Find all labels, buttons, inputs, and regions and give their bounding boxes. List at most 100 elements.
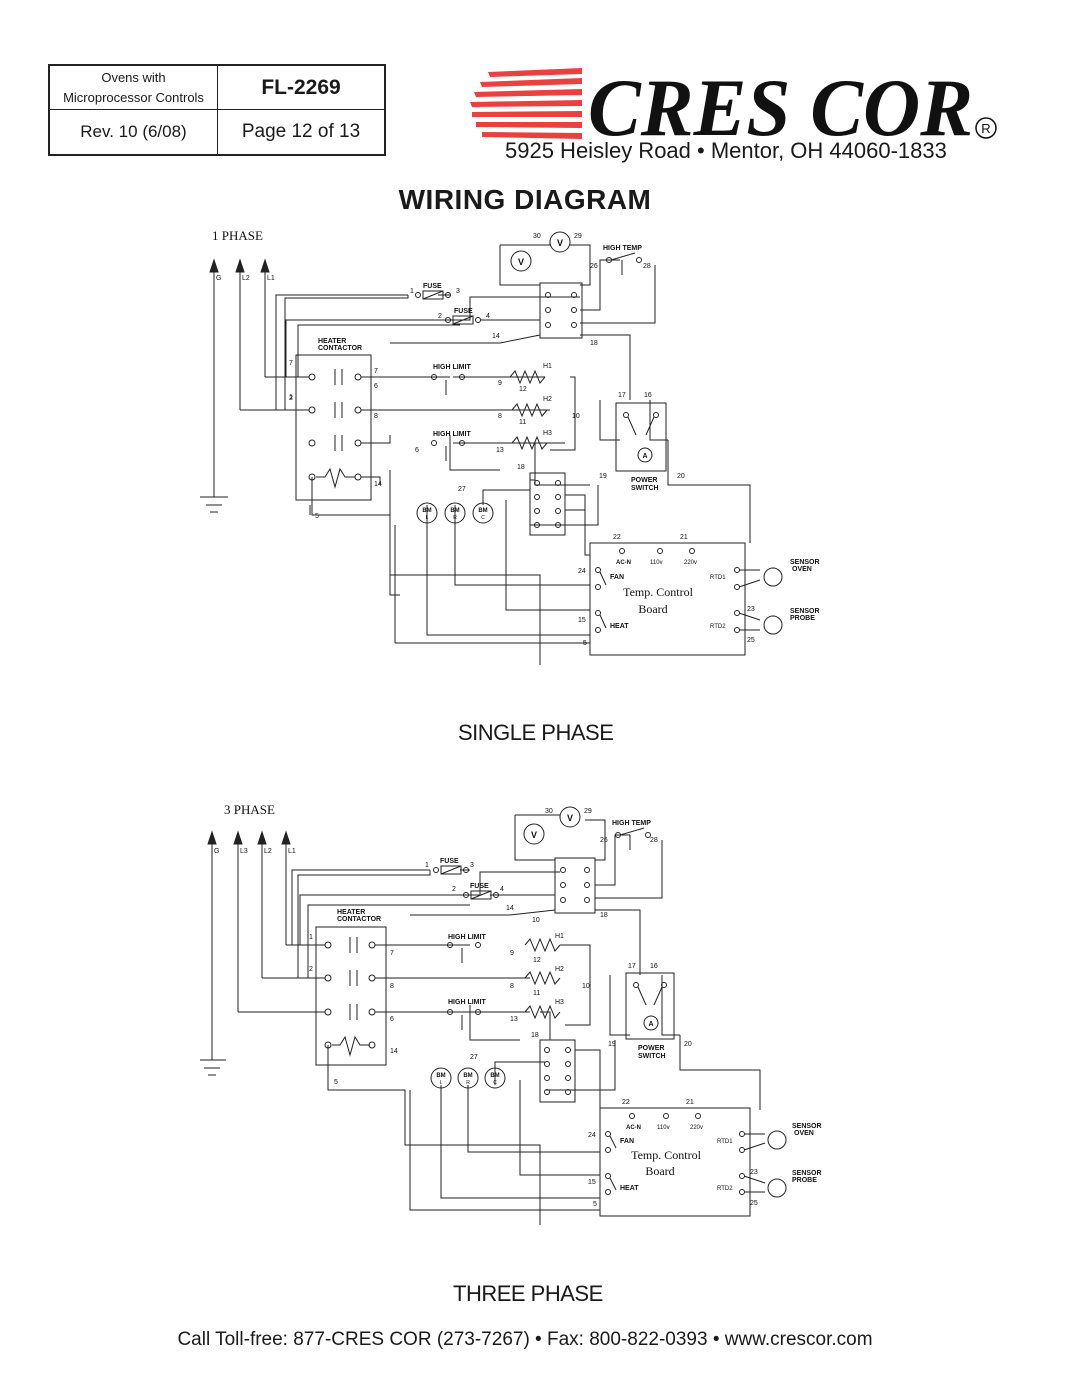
heater-label: H1: [543, 363, 552, 370]
temp-control-label: Temp. Control: [623, 585, 693, 599]
terminal-connections: [544, 1047, 571, 1095]
amp-meter-label: A: [648, 1021, 653, 1028]
phase-label: 3 PHASE: [224, 802, 275, 817]
power-switch-box: [615, 402, 667, 472]
svg-text:2: 2: [438, 313, 442, 320]
high-limit-label: HIGH LIMIT: [433, 431, 471, 438]
fuse-label: FUSE: [423, 283, 442, 290]
fuse-label: FUSE: [454, 308, 473, 315]
svg-text:3: 3: [456, 288, 460, 295]
svg-text:17: 17: [628, 963, 636, 970]
heater-label: H3: [555, 999, 564, 1006]
heater-label: H3: [543, 430, 552, 437]
power-switch-contacts: [633, 982, 667, 1006]
supply-line-label: L2: [264, 848, 272, 855]
terminal-block-top: [539, 282, 583, 339]
company-address: 5925 Heisley Road • Mentor, OH 44060-183…: [505, 138, 947, 163]
svg-text:9: 9: [510, 950, 514, 957]
contact-footer: Call Toll-free: 877-CRES COR (273-7267) …: [177, 1329, 873, 1350]
svg-text:7: 7: [289, 360, 293, 367]
fuse: [445, 315, 481, 325]
svg-text:15: 15: [578, 617, 586, 624]
sensor-label: SENSOR: [792, 1170, 822, 1177]
svg-text:14: 14: [374, 481, 382, 488]
svg-text:21: 21: [686, 1099, 694, 1106]
diagram-caption: SINGLE PHASE: [458, 720, 614, 745]
cres-cor-logo: CRES COR R: [470, 62, 997, 144]
svg-text:29: 29: [584, 808, 592, 815]
svg-text:19: 19: [599, 473, 607, 480]
svg-text:27: 27: [458, 486, 466, 493]
svg-text:28: 28: [643, 263, 651, 270]
bm-label: BM: [478, 508, 487, 514]
oven-sensor: [763, 567, 783, 587]
heater-contactor-box: [295, 354, 372, 501]
rtd-label: RTD2: [717, 1186, 733, 1192]
supply-line-label: L1: [288, 848, 296, 855]
svg-text:5: 5: [593, 1201, 597, 1208]
svg-text:1: 1: [309, 934, 313, 941]
svg-text:18: 18: [590, 340, 598, 347]
sensor-label: SENSOR: [790, 559, 820, 566]
registered-mark: R: [981, 121, 990, 136]
heater-contactor-box: [315, 926, 387, 1066]
volt-meter-label: V: [557, 238, 563, 248]
svg-text:11: 11: [519, 419, 526, 426]
revision: Rev. 10 (6/08): [50, 110, 218, 154]
svg-text:2: 2: [452, 886, 456, 893]
svg-text:6: 6: [390, 1016, 394, 1023]
sensor-label: PROBE: [790, 615, 815, 622]
svg-text:23: 23: [750, 1169, 758, 1176]
svg-text:12: 12: [533, 957, 541, 964]
supply-lines: [207, 830, 291, 1058]
svg-text:23: 23: [747, 606, 755, 613]
amp-meter-label: A: [642, 453, 647, 460]
volt-meter: [559, 806, 581, 828]
document-type-line-2: Microprocessor Controls: [63, 89, 204, 105]
bm-label: BM: [463, 1073, 472, 1079]
amp-meter: [637, 447, 653, 463]
board-terminal-label: 220v: [684, 560, 697, 566]
wiring: [240, 240, 751, 665]
bm-label: R: [453, 515, 457, 521]
fuse-label: FUSE: [440, 858, 459, 865]
high-temp-switch: [606, 252, 642, 275]
heater-elements: [524, 937, 561, 1020]
high-limit-label: HIGH LIMIT: [448, 999, 486, 1006]
svg-text:22: 22: [613, 534, 621, 541]
svg-text:1: 1: [289, 394, 293, 401]
svg-text:9: 9: [498, 380, 502, 387]
svg-text:1: 1: [425, 862, 429, 869]
bm-label: L: [440, 1080, 443, 1086]
svg-text:5: 5: [315, 513, 319, 520]
oven-sensor: [767, 1130, 787, 1150]
diagram-caption: THREE PHASE: [453, 1281, 603, 1306]
high-temp-label: HIGH TEMP: [603, 245, 642, 252]
svg-text:22: 22: [622, 1099, 630, 1106]
registered-mark-circle: [975, 117, 997, 139]
terminal-connections: [560, 867, 590, 903]
blower-motor-right: [444, 502, 466, 524]
document-type: Ovens with Microprocessor Controls: [50, 66, 218, 110]
volt-meter-label: V: [567, 813, 573, 823]
ground-symbol: [200, 1058, 226, 1076]
svg-text:5: 5: [334, 1079, 338, 1086]
svg-text:12: 12: [519, 386, 527, 393]
power-switch-label: POWER: [631, 477, 657, 484]
svg-text:7: 7: [374, 368, 378, 375]
fuse: [415, 290, 451, 300]
svg-text:13: 13: [510, 1016, 518, 1023]
svg-text:13: 13: [496, 447, 504, 454]
volt-meter: [523, 823, 545, 845]
svg-text:20: 20: [677, 473, 685, 480]
svg-text:11: 11: [533, 990, 540, 997]
svg-text:2: 2: [289, 395, 293, 402]
supply-lines: [209, 258, 270, 485]
single-phase-wiring-diagram: 1 PHASE G L2 L1 HEATER CONTACTOR: [200, 228, 820, 665]
power-switch-label: SWITCH: [631, 485, 659, 492]
heater-label: H2: [543, 396, 552, 403]
volt-meter: [549, 231, 571, 253]
heater-contactor-label: CONTACTOR: [318, 345, 362, 352]
heater-contactor-label: HEATER: [318, 338, 346, 345]
